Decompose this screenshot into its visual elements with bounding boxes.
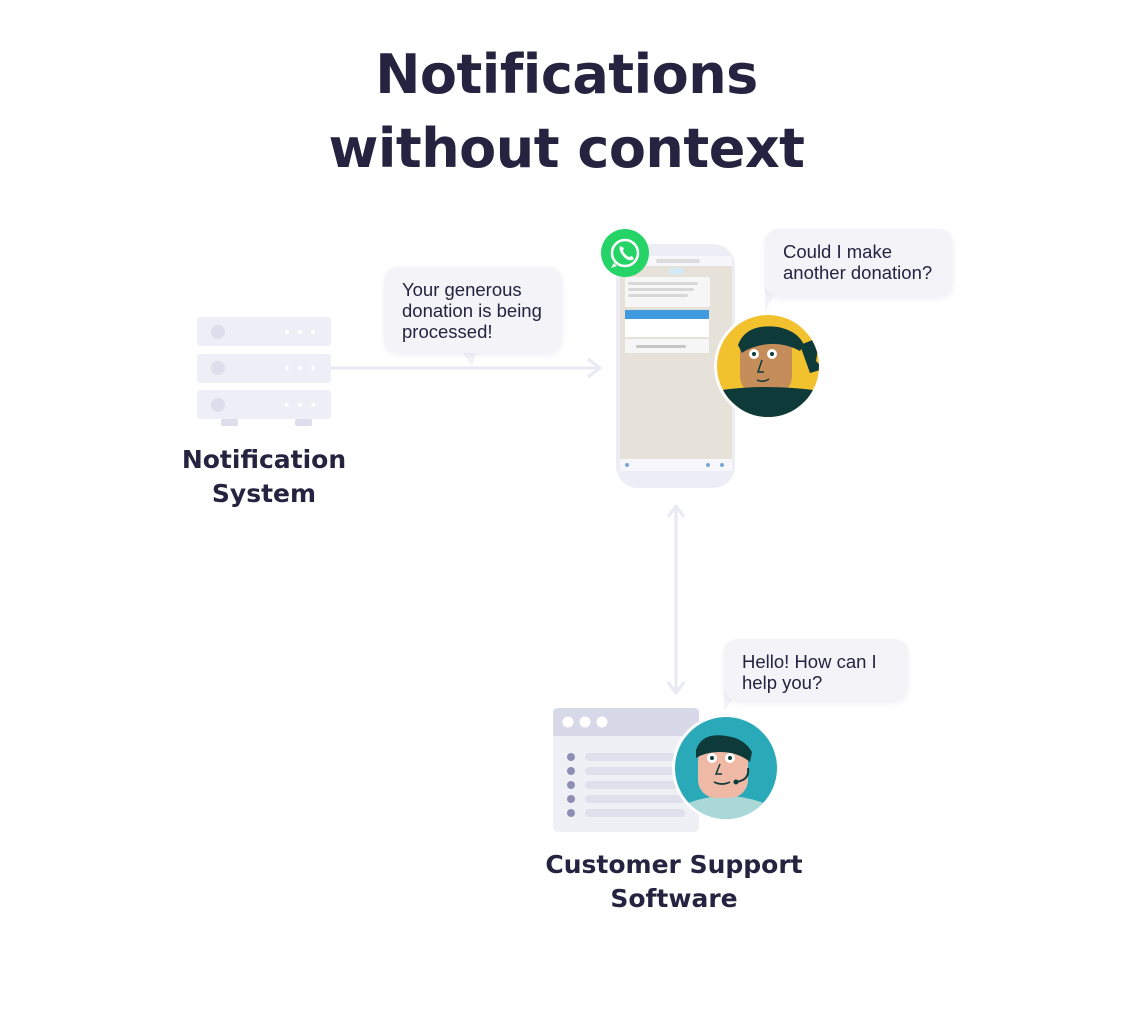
whatsapp-icon (601, 229, 649, 277)
phone-icon (616, 244, 735, 488)
agent-message-line-1: Hello! How can I (742, 651, 877, 672)
customer-support-label: Customer Support Software (524, 848, 824, 916)
title-line-1: Notifications (375, 43, 758, 106)
customer-support-line-2: Software (610, 884, 738, 913)
agent-message-line-2: help you? (742, 672, 823, 693)
notification-system-label: Notification System (164, 443, 364, 511)
customer-message-line-1: Could I make (783, 241, 892, 262)
system-message-line-3: processed! (402, 321, 493, 342)
agent-avatar (672, 714, 780, 822)
customer-message-line-2: another donation? (783, 262, 933, 283)
system-message-bubble: Your generous donation is being processe… (384, 267, 562, 353)
customer-message-bubble: Could I make another donation? (765, 229, 953, 297)
page-title: Notifications without context (0, 38, 1133, 186)
customer-avatar (714, 312, 822, 420)
arrow-system-to-phone (331, 357, 602, 379)
system-message-line-1: Your generous (402, 279, 522, 300)
software-window-icon (553, 708, 699, 832)
arrow-phone-to-software (666, 504, 686, 695)
title-line-2: without context (328, 117, 805, 180)
notification-system-line-1: Notification (181, 445, 347, 474)
customer-support-line-1: Customer Support (545, 850, 803, 879)
bubble-tail-system (462, 352, 476, 366)
agent-message-bubble: Hello! How can I help you? (724, 639, 908, 701)
server-icon (197, 317, 331, 426)
system-message-line-2: donation is being (402, 300, 542, 321)
notification-system-line-2: System (211, 479, 317, 508)
